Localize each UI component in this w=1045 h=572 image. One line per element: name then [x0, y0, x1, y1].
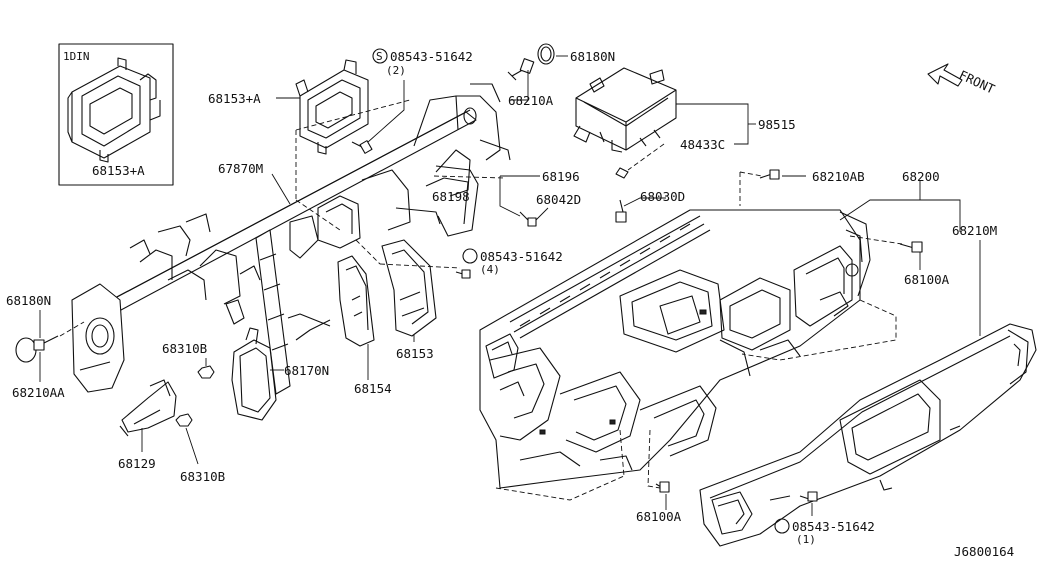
bracket-68153a-inset: [67, 57, 161, 163]
lead-98515: [676, 103, 749, 124]
defroster-grille: [519, 223, 691, 327]
label-68310b-top: 68310B: [162, 341, 207, 356]
screw-bolt-mid: [455, 269, 471, 279]
label-68210m: 68210M: [952, 223, 997, 238]
label-48433c: 48433C: [680, 137, 725, 152]
label-68129: 68129: [118, 456, 156, 471]
clip-68042d: [519, 211, 537, 227]
inset-title: 1DIN: [63, 50, 90, 63]
bracket-68154: [337, 255, 375, 347]
lead-68210a: [510, 70, 529, 101]
label-68042d: 68042D: [536, 192, 581, 207]
label-68210a: 68210A: [508, 93, 554, 108]
inset-frame: [58, 43, 174, 186]
label-98515: 98515: [758, 117, 796, 132]
lead-67870m: [271, 173, 291, 205]
label-68180n-top: 68180N: [570, 49, 615, 64]
label-68153a: 68153+A: [208, 91, 261, 106]
screw-symbol-bottom: [774, 518, 790, 534]
label-68310b-bottom: 68310B: [180, 469, 225, 484]
label-68210ab: 68210AB: [812, 169, 865, 184]
bolt-68100a-right: [899, 241, 923, 253]
label-68200: 68200: [902, 169, 940, 184]
screw-bolt-top: [351, 140, 373, 154]
lead-68200: [839, 199, 961, 232]
label-screw-bottom-qty: (1): [796, 533, 816, 546]
nut-68310b-bottom: [175, 413, 193, 427]
bolt-68210aa: [33, 335, 59, 351]
label-screw-bottom: 08543-51642: [792, 519, 875, 534]
label-screw-mid-qty: (4): [480, 263, 500, 276]
clip-48433c: [615, 167, 629, 179]
nut-68310b-top: [197, 365, 215, 379]
instrument-panel-68200: [479, 209, 871, 489]
label-68198: 68198: [432, 189, 470, 204]
drawing-id: J6800164: [954, 544, 1014, 559]
front-label: FRONT: [957, 67, 998, 97]
bolt-68100a-bottom: [655, 481, 670, 493]
label-68100a-bottom: 68100A: [636, 509, 682, 524]
label-68170n: 68170N: [284, 363, 329, 378]
bracket-68198: [425, 165, 479, 237]
inset-1din: 1DIN 68153+A: [58, 43, 174, 186]
front-arrow: FRONT: [927, 63, 998, 97]
label-screw-mid: 08543-51642: [480, 249, 563, 264]
bracket-68153a: [295, 59, 369, 155]
bracket-68153: [381, 239, 437, 337]
screw-symbol-mid: [462, 248, 478, 264]
label-67870m: 67870M: [218, 161, 263, 176]
svg-text:S: S: [376, 50, 383, 63]
passenger-airbag-98515: [573, 67, 677, 153]
grommet-68180n-top: [537, 43, 555, 65]
screw-symbol-top: [372, 48, 388, 64]
label-68030d: 68030D: [640, 189, 685, 204]
label-68210aa: 68210AA: [12, 385, 65, 400]
steering-member-67870m: [71, 83, 511, 395]
label-68153: 68153: [396, 346, 434, 361]
clip-68030d: [615, 199, 627, 223]
screw-bolt-bottom: [799, 491, 818, 502]
label-screw-top: 08543-51642: [390, 49, 473, 64]
finisher-68210m: [699, 323, 1037, 547]
cap-68180n-left: [15, 337, 37, 363]
lead-screw-top: [367, 80, 405, 143]
bolt-68210a: [507, 58, 535, 81]
label-screw-top-qty: (2): [386, 64, 406, 77]
bracket-68129: [119, 379, 177, 437]
label-68154: 68154: [354, 381, 392, 396]
bolt-68210ab: [759, 169, 780, 180]
bracket-68170n: [231, 327, 277, 421]
label-68196: 68196: [542, 169, 580, 184]
label-68153a-inset: 68153+A: [92, 163, 145, 178]
label-68100a-right: 68100A: [904, 272, 950, 287]
label-68180n-left: 68180N: [6, 293, 51, 308]
